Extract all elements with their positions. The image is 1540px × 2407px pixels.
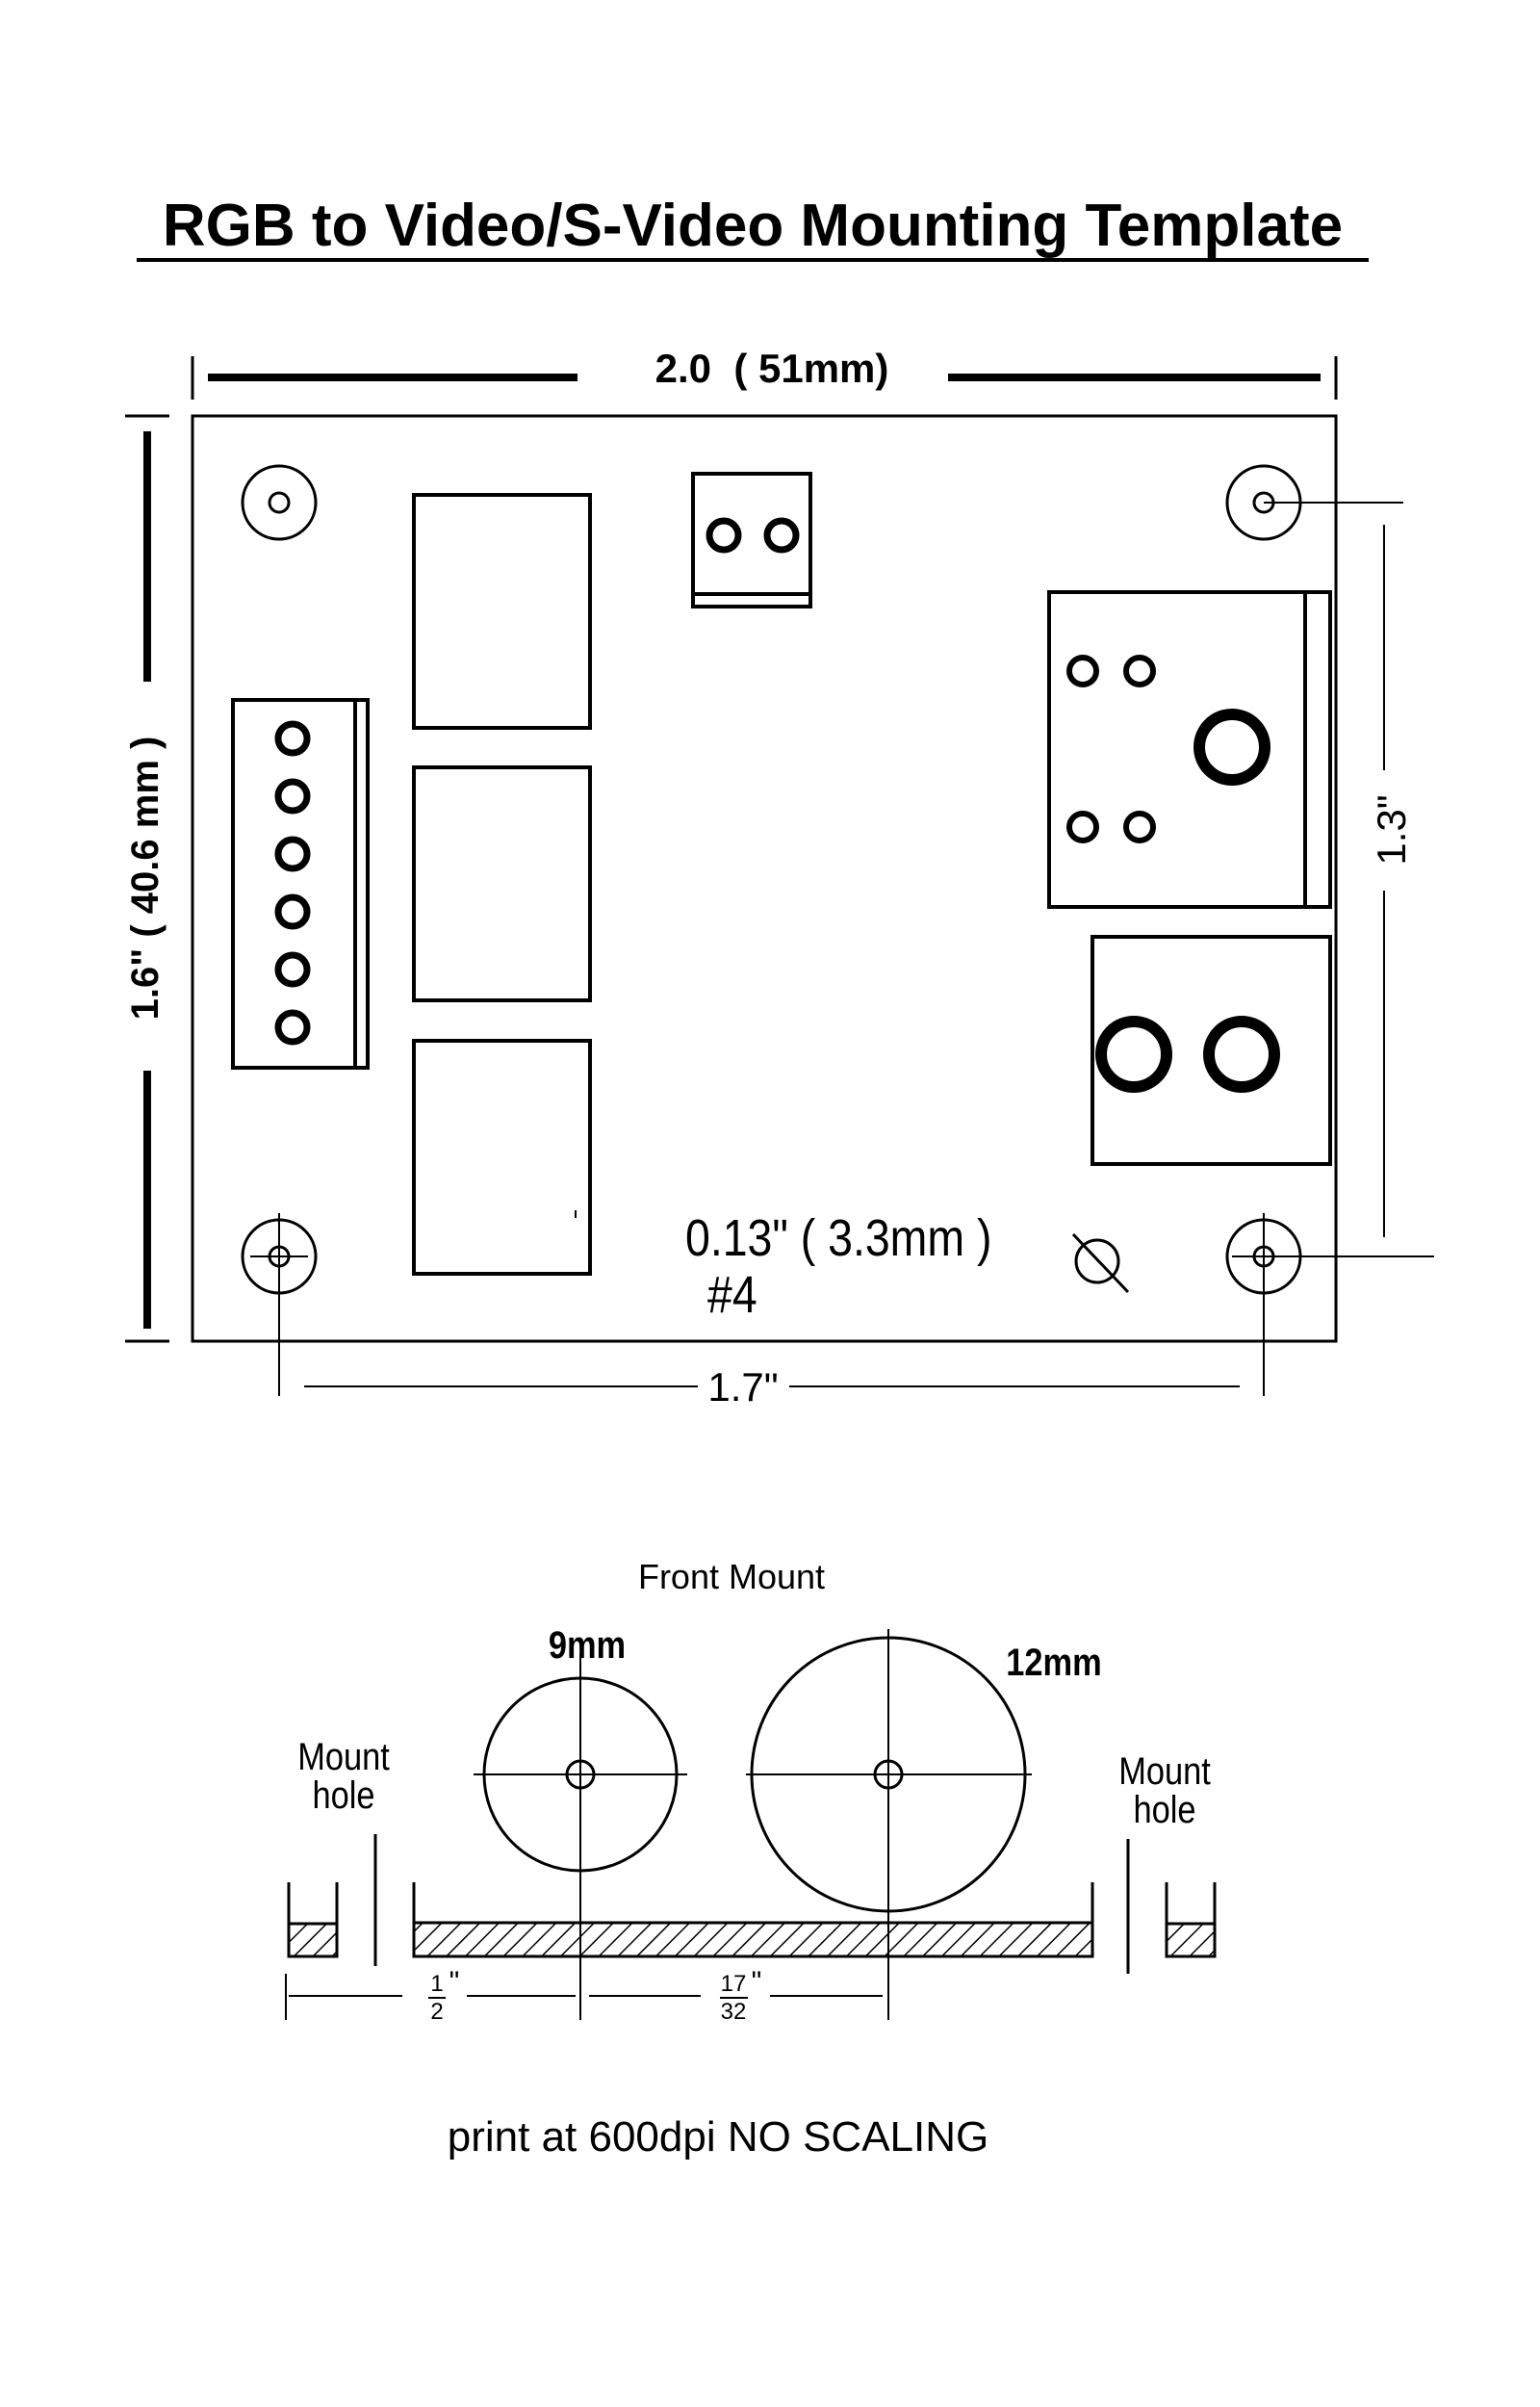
- mount-hole-left-line1: Mount: [297, 1735, 390, 1778]
- mount-hole-bottom-right: [1225, 1213, 1434, 1396]
- mount-hole-left-section: [287, 1834, 377, 1966]
- mount-hole-right-section: [1126, 1839, 1217, 1974]
- height-dimension: 1.6" ( 40.6 mm ): [124, 414, 169, 1343]
- diameter-symbol-icon: [1071, 1232, 1130, 1294]
- mount-hole-right-line2: hole: [1133, 1788, 1195, 1831]
- component-block-3: [412, 1039, 592, 1276]
- s-video-jack: [1047, 590, 1332, 909]
- six-pin-connector: [231, 698, 370, 1070]
- hole-spacing-horizontal: 1.7": [707, 1364, 778, 1410]
- panel-section: [412, 1882, 1094, 1958]
- hole-9mm-label: 9mm: [549, 1623, 626, 1667]
- width-label: 2.0 ( 51mm): [655, 346, 889, 391]
- hole-size-label: 0.13" ( 3.3mm ): [685, 1208, 991, 1267]
- offset2-fraction: 17 32 ": [720, 1966, 761, 2025]
- hole-12mm-label: 12mm: [1006, 1641, 1101, 1684]
- mount-hole-bottom-left: [241, 1213, 318, 1396]
- front-mount-title: Front Mount: [638, 1557, 825, 1596]
- screw-size-label: #4: [707, 1265, 757, 1324]
- offset2-den: 32: [721, 1999, 747, 2025]
- width-dimension: 2.0 ( 51mm): [191, 346, 1338, 400]
- hole-spacing-vertical: 1.3": [1369, 794, 1414, 865]
- vertical-hole-dimension: 1.3": [1264, 502, 1414, 1237]
- mount-hole-right-line1: Mount: [1118, 1749, 1211, 1793]
- height-label: 1.6" ( 40.6 mm ): [124, 737, 167, 1021]
- offset1-fraction: 1 2 ": [428, 1966, 459, 2025]
- mount-hole-top-left: [241, 464, 318, 541]
- board-outline: [191, 414, 1338, 1343]
- component-block-1: [412, 493, 592, 730]
- hole-12mm: [746, 1629, 1032, 2020]
- hole-9mm: [474, 1654, 687, 2020]
- component-block-2: [412, 765, 592, 1002]
- offset1-den: 2: [430, 1999, 443, 2025]
- offset2-unit: ": [752, 1966, 762, 1998]
- horizontal-hole-dimension: 1.7": [304, 1364, 1240, 1410]
- offset1-unit: ": [449, 1966, 460, 1998]
- offset-dimensions: [285, 1974, 883, 2020]
- offset1-num: 1: [430, 1971, 443, 1997]
- rca-jack-block: [1091, 935, 1332, 1166]
- power-terminal: [691, 472, 812, 608]
- offset2-num: 17: [721, 1971, 747, 1997]
- page-title: RGB to Video/S-Video Mounting Template: [163, 193, 1343, 259]
- print-instruction: print at 600dpi NO SCALING: [448, 2113, 988, 2161]
- mount-hole-left-line2: hole: [312, 1773, 374, 1817]
